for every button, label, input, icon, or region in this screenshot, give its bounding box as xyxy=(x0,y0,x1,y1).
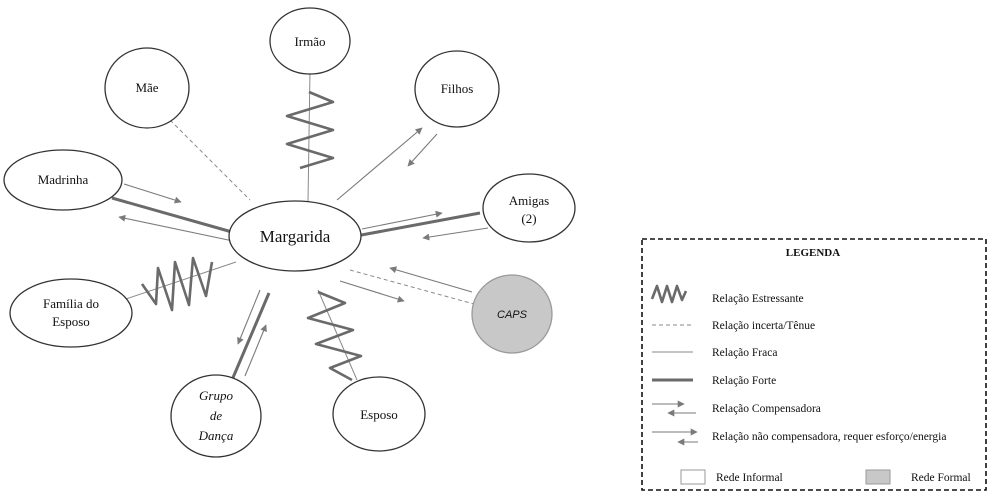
node-filhos: Filhos xyxy=(414,50,500,128)
node-label: Família do xyxy=(43,296,99,311)
legend-weak-label: Relação Fraca xyxy=(712,347,777,359)
link-grupo-up xyxy=(244,324,267,377)
node-label: CAPS xyxy=(497,309,528,321)
link-filhos-in xyxy=(407,133,438,167)
link-filhos-out xyxy=(336,127,423,201)
node-familia-esposo: Família do Esposo xyxy=(9,278,133,348)
node-label: Grupo xyxy=(199,388,233,403)
link-amigas-out xyxy=(361,210,443,230)
link-madrinha-in xyxy=(123,183,182,204)
legend-stress-symbol xyxy=(650,284,688,304)
link-caps xyxy=(349,269,475,305)
node-label: Esposo xyxy=(52,314,90,329)
node-label: Esposo xyxy=(360,407,398,422)
legend-informal-label: Rede Informal xyxy=(716,472,783,484)
link-irmao-stress xyxy=(285,90,335,170)
legend-strong-label: Relação Forte xyxy=(712,375,776,387)
node-label: de xyxy=(210,408,223,423)
node-grupo-danca: Grupo de Dança xyxy=(170,374,262,458)
legend-formal-swatch xyxy=(865,469,891,485)
link-esposo-stress xyxy=(306,290,363,382)
node-esposo: Esposo xyxy=(332,376,426,452)
legend-noncomp-label: Relação não compensadora, requer esforço… xyxy=(712,431,946,443)
node-label: Dança xyxy=(198,428,234,443)
link-mae xyxy=(169,119,251,201)
node-mae: Mãe xyxy=(104,47,190,129)
node-amigas: Amigas (2) xyxy=(482,173,576,243)
node-label: Mãe xyxy=(135,80,158,95)
node-margarida: Margarida xyxy=(228,200,362,272)
legend-title: LEGENDA xyxy=(786,247,840,259)
node-irmao: Irmão xyxy=(269,7,351,75)
link-caps-out xyxy=(339,280,405,303)
legend-informal-swatch xyxy=(680,469,706,485)
link-familia-stress xyxy=(140,256,214,312)
node-madrinha: Madrinha xyxy=(3,149,123,211)
legend-box xyxy=(641,238,987,491)
legend-tenuous-label: Relação incerta/Tênue xyxy=(712,320,815,332)
link-caps-in xyxy=(389,266,473,293)
link-grupo-down xyxy=(237,289,261,345)
link-familia xyxy=(122,261,237,301)
node-label: (2) xyxy=(521,211,536,226)
node-label: Filhos xyxy=(441,81,474,96)
legend: LEGENDA Relação Estressante Relação ince… xyxy=(641,238,987,491)
legend-compensatory-label: Relação Compensadora xyxy=(712,403,821,415)
node-caps: CAPS xyxy=(471,274,553,354)
link-amigas xyxy=(355,211,481,238)
link-grupo xyxy=(230,292,271,381)
connections xyxy=(111,69,489,382)
center-label: Margarida xyxy=(260,227,331,246)
node-label: Madrinha xyxy=(38,172,89,187)
link-amigas-in xyxy=(422,227,489,241)
node-label: Irmão xyxy=(294,34,325,49)
legend-stress-label: Relação Estressante xyxy=(712,293,804,305)
node-label: Amigas xyxy=(509,193,549,208)
link-madrinha-out xyxy=(118,214,234,242)
legend-formal-label: Rede Formal xyxy=(911,472,971,484)
link-madrinha xyxy=(111,196,233,234)
